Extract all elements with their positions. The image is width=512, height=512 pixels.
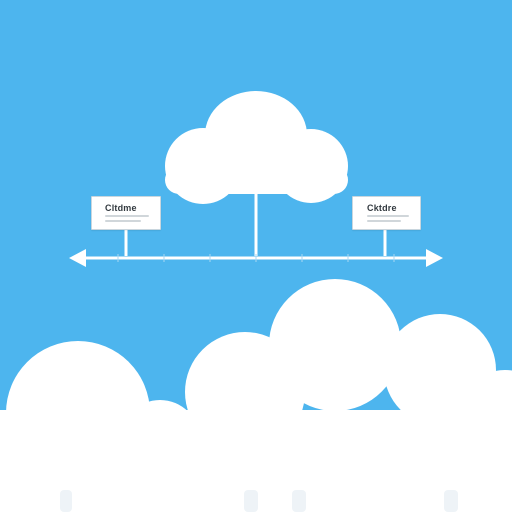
right-label-text: Cktdre bbox=[367, 203, 397, 213]
left-label-placeholder-line bbox=[105, 220, 141, 222]
timeline-ticks bbox=[117, 254, 395, 262]
right-label-placeholder-line bbox=[367, 215, 409, 217]
arrow-left-icon bbox=[69, 249, 86, 267]
bottom-cloud-bank bbox=[0, 279, 512, 512]
cloud-icon bbox=[165, 91, 348, 204]
left-label-card: Cltdme bbox=[91, 196, 161, 230]
left-label-placeholder-line bbox=[105, 215, 149, 217]
bottom-cloud-shading bbox=[60, 490, 458, 512]
right-label-card: Cktdre bbox=[352, 196, 421, 230]
arrow-right-icon bbox=[426, 249, 443, 267]
left-label-text: Cltdme bbox=[105, 203, 137, 213]
right-label-placeholder-line bbox=[367, 220, 401, 222]
connector-lines bbox=[124, 190, 387, 256]
timeline bbox=[69, 249, 443, 267]
